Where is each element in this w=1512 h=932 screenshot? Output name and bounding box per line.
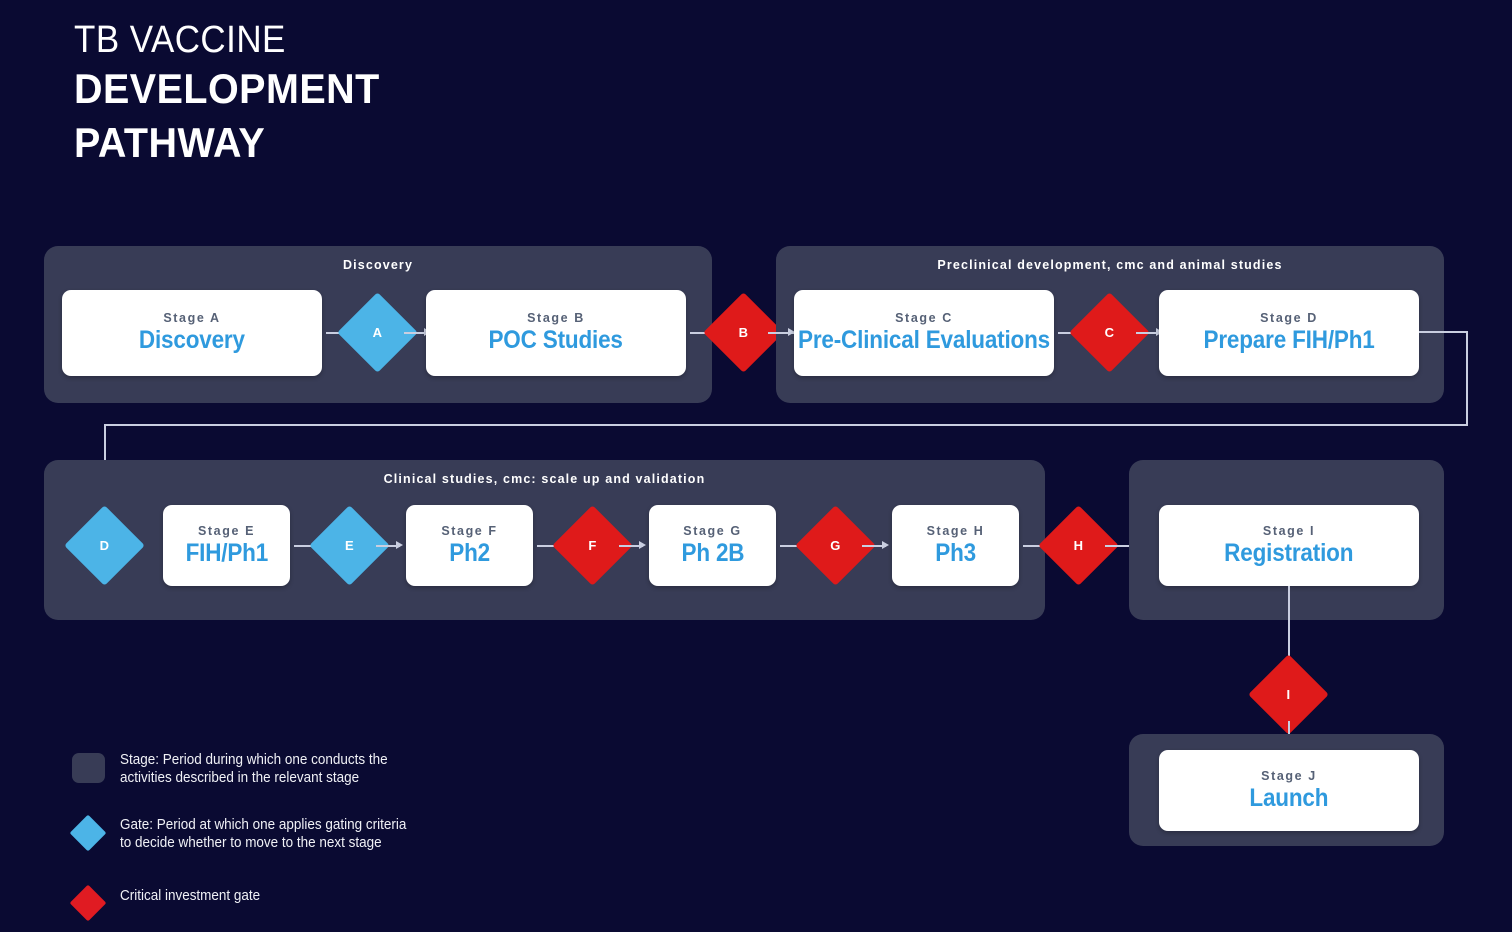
gate-i[interactable]: I [1248,654,1329,735]
stage-card-f-title: Ph2 [449,538,490,567]
legend-critical-gate-text: Critical investment gate [120,888,261,904]
stage-card-g-title: Ph 2B [681,538,744,567]
connector-d-wrap-right [1466,331,1468,426]
stage-card-b-title: POC Studies [488,326,624,354]
stage-card-a-stage: Stage A [163,311,221,325]
gate-b[interactable]: B [703,292,784,373]
stage-card-h[interactable]: Stage H Ph3 [892,505,1019,586]
title-line-1: TB VACCINE [74,19,286,61]
gate-f[interactable]: F [552,505,633,586]
stage-card-g[interactable]: Stage G Ph 2B [649,505,776,586]
gate-g[interactable]: G [795,505,876,586]
stage-card-a-title: Discovery [139,326,245,354]
legend-critical-gate-diamond-icon [69,884,107,922]
legend-item-stage: Stage: Period during which one conducts … [72,752,472,795]
gate-e-label: E [344,538,355,553]
stage-card-h-title: Ph3 [935,538,976,567]
stage-card-b[interactable]: Stage B POC Studies [426,290,686,376]
gate-d[interactable]: D [64,505,145,586]
stage-card-d-title: Prepare FIH/Ph1 [1203,326,1375,354]
legend-stage-square-icon [72,753,105,783]
legend-stage-text: Stage: Period during which one conducts … [120,752,388,786]
arrowhead-stage-f [396,541,403,549]
gate-h[interactable]: H [1038,505,1119,586]
arrowhead-stage-h [882,541,889,549]
connector-f-to-gate-f [537,545,561,547]
connector-d-wrap-top [1419,331,1468,333]
connector-gate-g-to-h [862,545,886,547]
page-title: TB VACCINE DEVELOPMENT PATHWAY [74,18,399,170]
stage-card-c[interactable]: Stage C Pre-Clinical Evaluations [794,290,1054,376]
stage-card-e-title: FIH/Ph1 [185,538,268,567]
connector-gate-c-to-d [1136,332,1162,334]
stage-card-j-stage: Stage J [1261,768,1317,783]
stage-card-d[interactable]: Stage D Prepare FIH/Ph1 [1159,290,1419,376]
connector-gate-i-to-j [1288,721,1290,745]
legend-item-gate: Gate: Period at which one applies gating… [69,814,472,860]
gate-g-label: G [830,538,841,553]
connector-gate-a-to-b [404,332,430,334]
group-label-preclinical: Preclinical development, cmc and animal … [937,258,1283,272]
stage-card-f-stage: Stage F [441,523,498,538]
gate-b-label: B [738,325,749,340]
stage-card-j-title: Launch [1249,783,1329,812]
stage-card-i-title: Registration [1224,538,1354,567]
connector-d-wrap-bottom [104,424,1468,426]
gate-a[interactable]: A [337,292,418,373]
gate-h-label: H [1073,538,1084,553]
stage-card-j[interactable]: Stage J Launch [1159,750,1419,831]
gate-a-label: A [372,325,383,340]
gate-f-label: F [588,538,597,553]
stage-card-g-stage: Stage G [683,523,742,538]
stage-card-i-stage: Stage I [1262,523,1316,538]
stage-card-b-stage: Stage B [527,311,585,325]
gate-d-label: D [99,538,110,553]
arrowhead-stage-c [788,328,795,336]
group-label-discovery: Discovery [342,258,414,272]
connector-g-to-gate-g [780,545,804,547]
stage-card-c-stage: Stage C [895,311,953,325]
connector-gate-e-to-f [376,545,400,547]
legend-item-critical-gate: Critical investment gate [69,884,472,922]
stage-card-d-stage: Stage D [1260,311,1318,325]
gate-i-label: I [1286,687,1291,702]
stage-card-c-title: Pre-Clinical Evaluations [798,326,1051,354]
connector-e-to-gate-e [294,545,318,547]
arrowhead-stage-g [639,541,646,549]
stage-card-i[interactable]: Stage I Registration [1159,505,1419,586]
legend-gate-text: Gate: Period at which one applies gating… [120,817,407,851]
gate-c-label: C [1104,325,1115,340]
stage-card-h-stage: Stage H [926,523,985,538]
connector-gate-f-to-g [619,545,643,547]
stage-card-e[interactable]: Stage E FIH/Ph1 [163,505,290,586]
stage-card-a[interactable]: Stage A Discovery [62,290,322,376]
title-line-3: PATHWAY [74,119,266,166]
stage-card-e-stage: Stage E [197,523,256,538]
gate-e[interactable]: E [309,505,390,586]
group-label-clinical: Clinical studies, cmc: scale up and vali… [383,472,706,486]
connector-i-to-gate-i [1288,586,1290,668]
gate-c[interactable]: C [1069,292,1150,373]
title-line-2: DEVELOPMENT [74,65,380,112]
stage-card-f[interactable]: Stage F Ph2 [406,505,533,586]
legend-gate-diamond-icon [69,814,107,852]
connector-h-to-gate-h [1023,545,1047,547]
connector-gate-b-to-c [768,332,794,334]
